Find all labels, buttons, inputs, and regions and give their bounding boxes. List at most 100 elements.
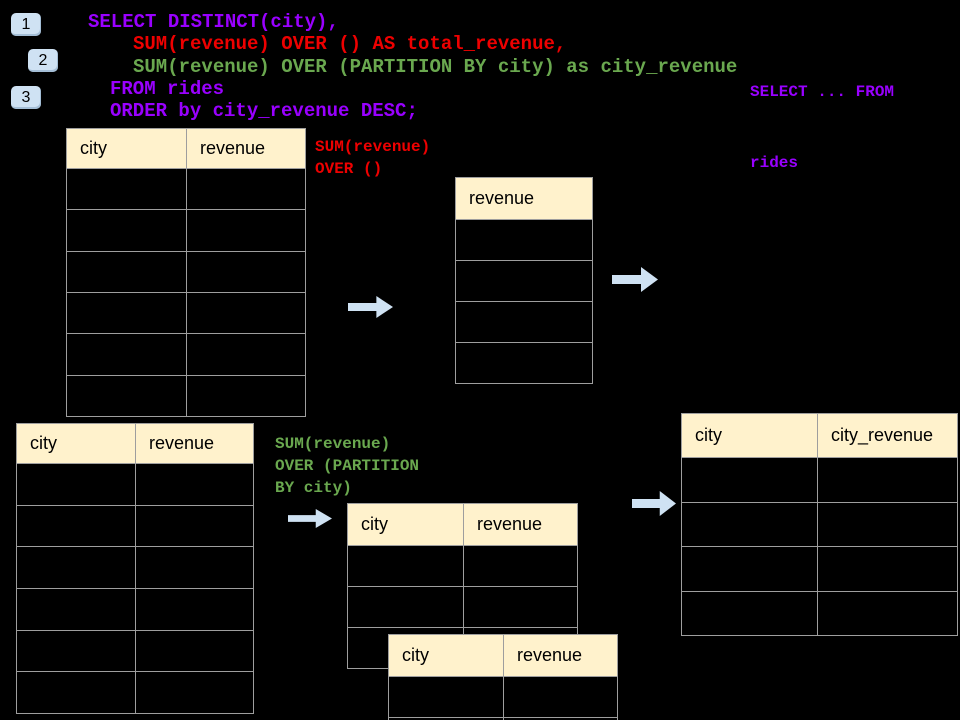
total-revenue-label-line: OVER () <box>315 160 383 178</box>
table-cell-empty <box>681 501 818 547</box>
table-cell-empty <box>681 590 818 636</box>
table-cell-empty <box>681 457 818 503</box>
table-row <box>455 342 593 384</box>
partition-label: SUM(revenue) OVER (PARTITION BY city) <box>275 433 419 499</box>
table-cell-empty <box>463 545 578 587</box>
side-note: SELECT ... FROM rides <box>750 34 894 222</box>
table-cell-empty <box>186 167 306 211</box>
table-cell-empty <box>66 167 187 211</box>
table-row <box>66 167 306 211</box>
table-row <box>16 587 254 631</box>
side-note-line: SELECT ... FROM <box>750 83 895 101</box>
table-cell-empty <box>135 629 254 673</box>
table-cell-empty <box>135 504 254 548</box>
table-row <box>66 209 306 252</box>
table-cell-empty <box>16 504 136 548</box>
table-cell-empty <box>16 546 136 589</box>
column-header-city: city <box>16 423 136 464</box>
total-revenue-label: SUM(revenue) OVER () <box>315 136 430 180</box>
table-cell-empty <box>135 546 254 589</box>
table-row <box>388 676 618 718</box>
partition-label-line: OVER (PARTITION <box>275 457 420 475</box>
table-cell-empty <box>16 587 136 631</box>
table-cell-empty <box>66 374 187 417</box>
table-cell-empty <box>455 260 593 302</box>
table-row <box>455 219 593 261</box>
partition-label-line: SUM(revenue) <box>275 435 391 453</box>
total-revenue-label-line: SUM(revenue) <box>315 138 431 156</box>
table-cell-empty <box>503 676 618 718</box>
arrow-to-partition-right-arrow-icon <box>288 509 332 528</box>
table-cell-empty <box>455 301 593 343</box>
table-cell-empty <box>347 586 464 628</box>
table-cell-empty <box>463 586 578 628</box>
sql-line-5: ORDER by city_revenue DESC; <box>110 100 418 123</box>
column-header-revenue: revenue <box>135 423 254 464</box>
table-cell-empty <box>817 501 958 547</box>
step-badge-2: 2 <box>28 49 58 72</box>
column-header-revenue: revenue <box>503 634 618 677</box>
sql-line-2: SUM(revenue) OVER () AS total_revenue, <box>133 33 567 56</box>
table-cell-empty <box>817 546 958 592</box>
column-header-revenue: revenue <box>186 128 306 169</box>
table-row <box>66 291 306 335</box>
table-cell-empty <box>817 457 958 503</box>
partition-label-line: BY city) <box>275 479 352 497</box>
table-row <box>681 501 958 547</box>
sql-line-4: FROM rides <box>110 77 225 100</box>
table-cell-empty <box>135 587 254 631</box>
table-cell-empty <box>455 219 593 261</box>
table-row <box>347 545 578 587</box>
table-row <box>16 504 254 548</box>
column-header-city: city <box>66 128 187 169</box>
table-row <box>66 333 306 376</box>
column-header-city: city <box>388 634 504 677</box>
table-cell-empty <box>503 717 618 720</box>
arrow-from-total-revenue-right-arrow-icon <box>612 267 658 292</box>
table-cell-empty <box>681 546 818 592</box>
table-cell-empty <box>135 671 254 714</box>
table-cell-empty <box>16 629 136 673</box>
table-cell-empty <box>186 374 306 417</box>
table-cell-empty <box>817 590 958 636</box>
table-cell-empty <box>66 250 187 293</box>
column-header-city: city <box>681 413 818 458</box>
table-cell-empty <box>66 291 187 335</box>
table-row <box>681 457 958 503</box>
table-cell-empty <box>16 671 136 714</box>
table-row <box>66 374 306 417</box>
step-badge-3: 3 <box>11 86 41 109</box>
total-revenue-table: revenue <box>455 177 593 384</box>
sql-line-1: SELECT DISTINCT(city), <box>88 11 339 33</box>
table-cell-empty <box>186 209 306 252</box>
table-cell-empty <box>16 463 136 506</box>
table-cell-empty <box>186 291 306 335</box>
column-header-city_revenue: city_revenue <box>817 413 958 458</box>
table-row <box>347 586 578 628</box>
table-row <box>66 250 306 293</box>
table-cell-empty <box>66 209 187 252</box>
table-row <box>681 590 958 636</box>
table-row <box>16 629 254 673</box>
column-header-city: city <box>347 503 464 546</box>
table-row <box>455 260 593 302</box>
arrow-to-city-revenue-right-arrow-icon <box>632 491 676 516</box>
table-cell-empty <box>135 463 254 506</box>
table-cell-empty <box>388 676 504 718</box>
header-row: revenue <box>455 177 593 220</box>
column-header-revenue: revenue <box>463 503 578 546</box>
table-row <box>16 546 254 589</box>
table-row <box>16 463 254 506</box>
table-cell-empty <box>455 342 593 384</box>
table-row <box>681 546 958 592</box>
